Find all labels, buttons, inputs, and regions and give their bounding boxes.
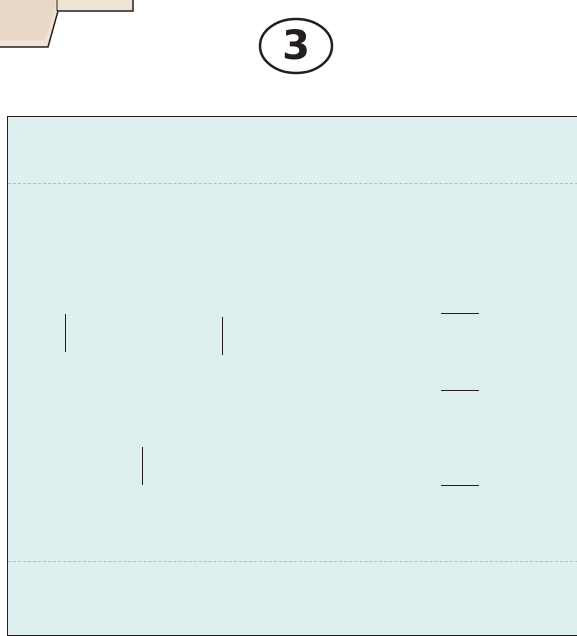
vertical-slit [65,314,66,352]
vertical-slit [222,317,223,355]
vertical-slit [142,447,143,485]
paper-panel [7,116,577,636]
folded-paper-corner [0,0,135,52]
horizontal-slit [441,390,479,391]
step-number-label: 3 [258,17,334,75]
fold-line-bottom [8,561,577,562]
step-number-badge: 3 [258,17,334,75]
horizontal-slit [441,313,479,314]
fold-line-top [8,183,577,184]
horizontal-slit [441,485,479,486]
